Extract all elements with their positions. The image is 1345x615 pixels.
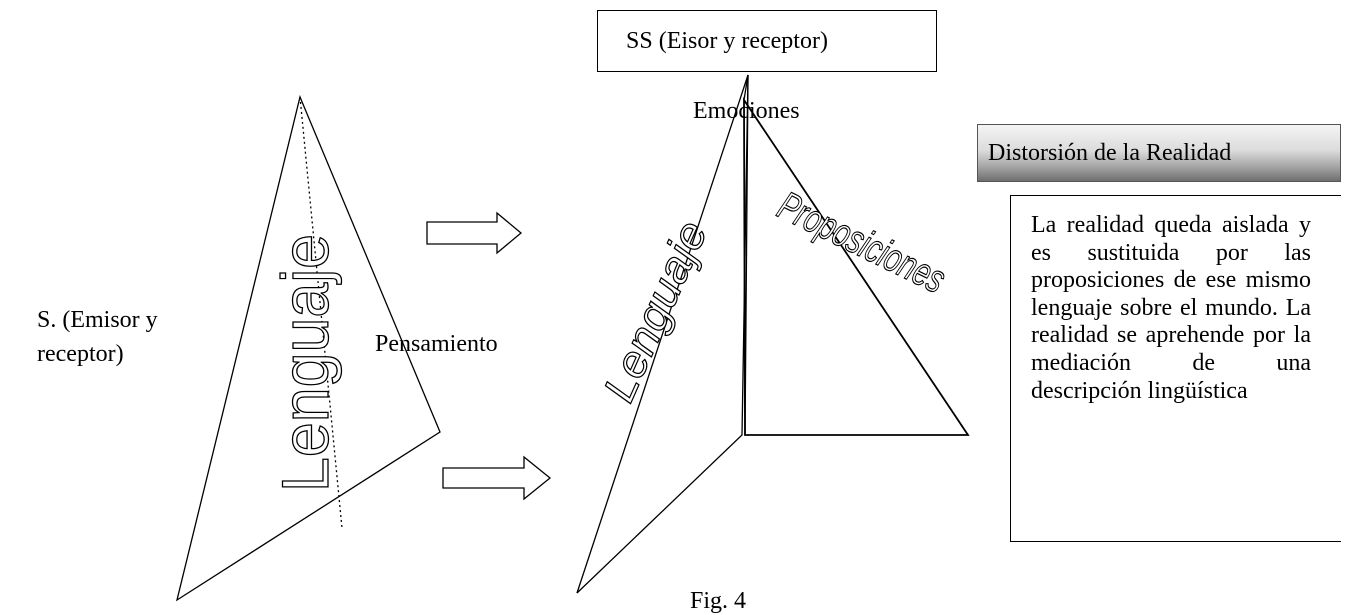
emisor-receptor-label: S. (Emisor y receptor): [37, 307, 158, 367]
ss-box: SS (Eisor y receptor): [597, 10, 937, 72]
left-pyramid-hidden-edge: [299, 96, 343, 529]
left-pyramid-outline: [175, 94, 441, 602]
description-text: La realidad queda aislada y es sustituid…: [1031, 212, 1311, 404]
right-pyramid-spine: [744, 74, 749, 436]
arrow-upper: [426, 211, 523, 255]
right-pyramid-right-face: [743, 97, 970, 436]
distortion-box-label: Distorsión de la Realidad: [988, 140, 1232, 166]
lenguaje-wordart-left: Lenguaje: [268, 234, 342, 492]
emociones-label: Emociones: [693, 98, 800, 124]
figure-caption: Fig. 4: [690, 588, 747, 614]
lenguaje-wordart-right: Lenguaje: [594, 214, 717, 409]
pensamiento-label: Pensamiento: [375, 331, 498, 357]
ss-box-label: SS (Eisor y receptor): [626, 28, 828, 54]
arrow-lower: [442, 455, 552, 501]
description-box: La realidad queda aislada y es sustituid…: [1010, 195, 1341, 542]
distortion-box: Distorsión de la Realidad: [977, 124, 1341, 182]
proposiciones-wordart: Proposiciones: [771, 184, 952, 302]
